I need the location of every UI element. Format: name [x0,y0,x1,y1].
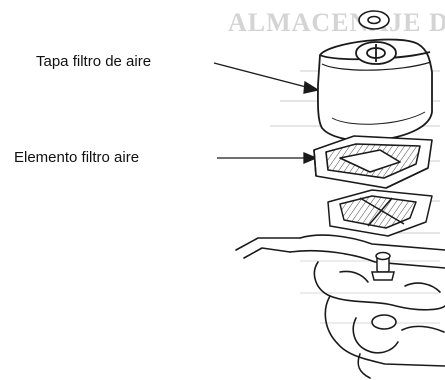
cover-leader-arrow [213,62,320,94]
breather-stud [371,251,395,281]
carburetor-base [235,234,445,379]
air-filter-element [313,135,433,189]
element-leader-arrow [217,152,318,164]
wing-nut [358,10,390,30]
label-air-filter-cover: Tapa filtro de aire [36,53,152,70]
label-air-filter-element: Elemento filtro aire [14,149,140,166]
air-filter-cover [317,38,433,142]
show-through-heading: ALMACENAJE DEL [228,8,445,37]
filter-screen-plate [327,189,433,237]
